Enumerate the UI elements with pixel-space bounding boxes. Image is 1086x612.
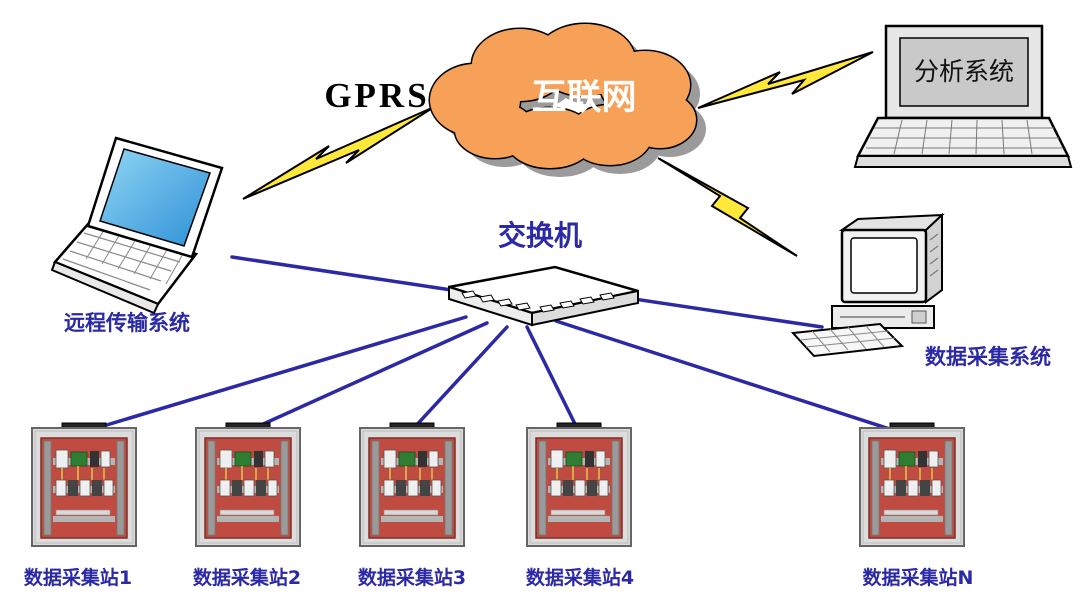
station-label-n: 数据采集站N bbox=[863, 566, 974, 589]
switch-label: 交换机 bbox=[498, 219, 582, 252]
station-cabinet-2 bbox=[195, 422, 301, 547]
station-label-4: 数据采集站4 bbox=[526, 566, 634, 589]
lightning-bolt-gprs bbox=[242, 106, 435, 200]
connection-line-laptop-switch bbox=[230, 255, 460, 293]
connection-line-switch-stationN bbox=[554, 319, 907, 436]
connection-line-switch-station1 bbox=[88, 315, 468, 432]
station-cabinet-n bbox=[859, 422, 965, 547]
lightning-bolt-analysis bbox=[697, 51, 874, 109]
daq-keyboard bbox=[790, 322, 905, 358]
analysis-screen bbox=[899, 37, 1029, 107]
cloud-body bbox=[430, 24, 696, 168]
station-cabinet-4 bbox=[526, 422, 632, 547]
remote-laptop-label: 远程传输系统 bbox=[64, 311, 190, 335]
station-label-3: 数据采集站3 bbox=[358, 566, 466, 589]
switch-ports bbox=[461, 290, 615, 313]
gprs-label: GPRS bbox=[324, 76, 429, 115]
connection-line-switch-station4 bbox=[525, 325, 580, 432]
station-cabinet-1 bbox=[31, 422, 137, 547]
network-switch bbox=[448, 265, 639, 327]
daq-screen bbox=[850, 237, 918, 294]
daq-system-label: 数据采集系统 bbox=[925, 345, 1051, 369]
connection-line-switch-station3 bbox=[410, 325, 509, 432]
station-label-1: 数据采集站1 bbox=[24, 566, 132, 589]
internet-cloud: 互联网 bbox=[428, 22, 706, 177]
daq-computer bbox=[790, 212, 945, 358]
lightning-bolt-daq bbox=[657, 157, 798, 257]
station-label-2: 数据采集站2 bbox=[193, 566, 301, 589]
internet-cloud-label: 互联网 bbox=[531, 78, 636, 118]
laptop-screen bbox=[99, 148, 211, 247]
connection-line-switch-daq bbox=[632, 297, 824, 329]
connection-lines bbox=[88, 255, 907, 436]
connection-line-switch-station2 bbox=[248, 321, 489, 432]
remote-laptop bbox=[50, 136, 224, 315]
analysis-laptop: 分析系统 bbox=[853, 24, 1073, 168]
analysis-screen-label: 分析系统 bbox=[914, 57, 1014, 86]
station-cabinet-3 bbox=[359, 422, 465, 547]
